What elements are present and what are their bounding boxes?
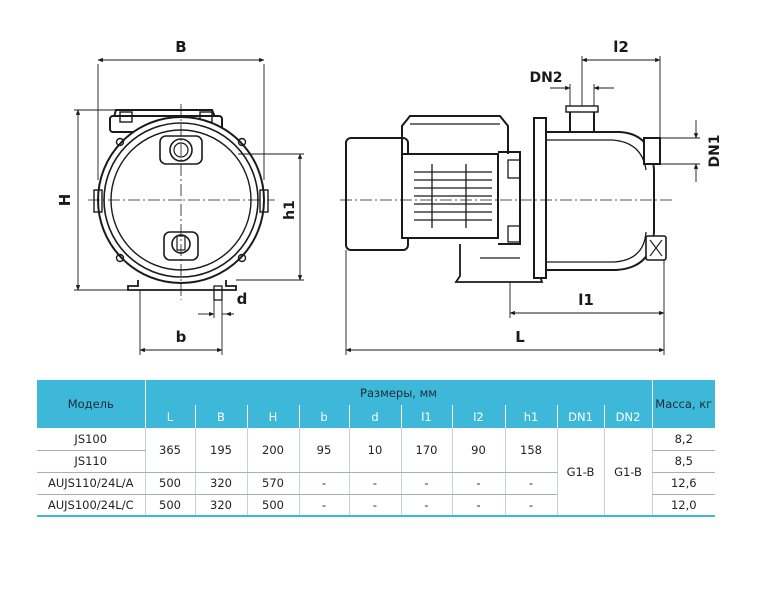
cell-mass: 12,6: [651, 472, 715, 495]
cell-b: 95: [298, 428, 349, 473]
dim-label-L: L: [515, 328, 525, 346]
cell-model: AUJS110/24L/A: [37, 472, 145, 495]
header-model: Модель: [37, 380, 145, 428]
front-dimensions: [74, 57, 304, 355]
front-centerlines: [88, 104, 275, 300]
cell-H: 570: [246, 472, 299, 495]
header-mass: Масса, кг: [651, 380, 715, 428]
cell-model: JS110: [37, 450, 145, 473]
specs-table: Модель Размеры, мм Масса, кг L B H b d l…: [37, 380, 715, 517]
cell-DN1: G1-B: [556, 428, 604, 517]
header-l1: l1: [400, 405, 452, 428]
table-row: JS110 8,5: [37, 450, 715, 473]
side-dimensions: [345, 56, 700, 355]
cell-mass: 8,2: [651, 428, 715, 451]
cell-l2: 90: [451, 428, 505, 473]
header-h1: h1: [504, 405, 557, 428]
dim-label-b: b: [176, 328, 187, 346]
cell-l2: -: [451, 472, 505, 495]
dim-label-h1: h1: [282, 200, 298, 220]
header-l2: l2: [451, 405, 505, 428]
cell-h1: 158: [504, 428, 557, 473]
table-row: AUJS100/24L/C 500 320 500 - - - - - 12,0: [37, 494, 715, 517]
dim-label-DN1: DN1: [707, 134, 723, 167]
cell-L: 500: [144, 472, 195, 495]
header-L: L: [144, 405, 195, 428]
header-DN2: DN2: [603, 405, 652, 428]
header-B: B: [194, 405, 247, 428]
header-dimensions: Размеры, мм: [144, 380, 652, 405]
cell-b: -: [298, 494, 349, 517]
dim-label-l2: l2: [613, 38, 629, 56]
cell-B: 320: [194, 472, 247, 495]
cell-L: 500: [144, 494, 195, 517]
header-H: H: [246, 405, 299, 428]
cell-model: AUJS100/24L/C: [37, 494, 145, 517]
cell-model: JS100: [37, 428, 145, 451]
cell-l1: -: [400, 472, 452, 495]
cell-mass: 8,5: [651, 450, 715, 473]
cell-H: 200: [246, 428, 299, 473]
cell-l1: 170: [400, 428, 452, 473]
header-DN1: DN1: [556, 405, 604, 428]
header-b: b: [298, 405, 349, 428]
header-d: d: [348, 405, 401, 428]
dim-label-d: d: [237, 290, 248, 308]
cell-l1: -: [400, 494, 452, 517]
cell-d: -: [348, 472, 401, 495]
cell-l2: -: [451, 494, 505, 517]
cell-B: 195: [194, 428, 247, 473]
cell-mass: 12,0: [651, 494, 715, 517]
technical-drawing: B H h1 b d: [56, 38, 723, 355]
table-row: AUJS110/24L/A 500 320 570 - - - - - 12,6: [37, 472, 715, 495]
dim-label-l1: l1: [578, 291, 594, 309]
table-row: JS100 365 195 200 95 10 170 90 158 G1-B …: [37, 428, 715, 517]
cell-h1: -: [504, 494, 557, 517]
dim-label-B: B: [175, 38, 186, 56]
cell-H: 500: [246, 494, 299, 517]
cell-L: 365: [144, 428, 195, 473]
cell-d: 10: [348, 428, 401, 473]
dim-label-DN2: DN2: [529, 70, 562, 86]
cell-B: 320: [194, 494, 247, 517]
side-view: [345, 105, 667, 283]
cell-h1: -: [504, 472, 557, 495]
cell-DN2: G1-B: [603, 428, 652, 517]
cell-d: -: [348, 494, 401, 517]
dim-label-H: H: [56, 194, 74, 207]
cell-b: -: [298, 472, 349, 495]
